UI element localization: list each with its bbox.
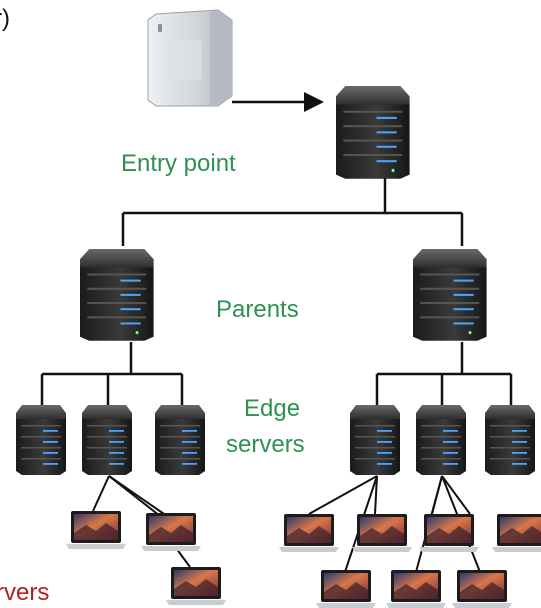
- laptop-icon: [316, 570, 376, 608]
- top-left-fragment: r): [0, 5, 10, 32]
- edge-server-icon: [155, 405, 205, 475]
- left-parent-to-edge-lines: [40, 342, 184, 407]
- edge-label-line2: servers: [226, 431, 305, 458]
- origin-server-icon: [147, 9, 233, 107]
- entry-to-parents-lines: [121, 178, 464, 246]
- laptop-icon: [352, 514, 412, 552]
- parent-server-left-icon: [80, 249, 154, 341]
- right-parent-to-edge-lines: [375, 342, 513, 407]
- entry-point-label: Entry point: [121, 150, 236, 177]
- parent-server-right-icon: [413, 249, 487, 341]
- laptop-icon: [386, 570, 446, 608]
- laptop-icon: [452, 570, 512, 608]
- entry-server-icon: [336, 86, 410, 179]
- edge-server-icon: [485, 405, 535, 475]
- laptop-icon: [166, 567, 226, 605]
- edge-server-icon: [350, 405, 400, 475]
- bottom-left-fragment: rvers: [0, 579, 49, 606]
- edge-server-icon: [82, 405, 132, 475]
- edge-label-line1: Edge: [244, 395, 300, 422]
- laptop-icon: [492, 514, 541, 552]
- parents-label: Parents: [216, 296, 299, 323]
- edge-server-icon: [416, 405, 466, 475]
- laptop-icon: [279, 514, 339, 552]
- edge-server-icon: [16, 405, 66, 475]
- laptop-icon: [66, 511, 126, 549]
- laptop-icon: [141, 513, 201, 551]
